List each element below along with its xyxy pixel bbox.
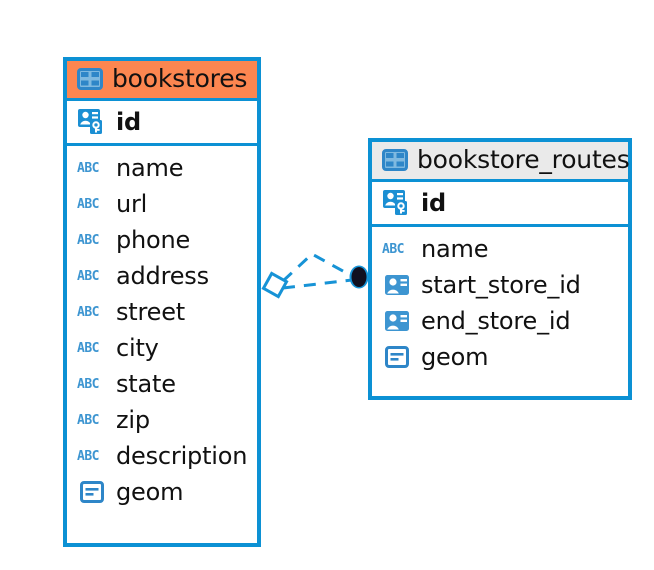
entity-table-bookstore-routes[interactable]: bookstore_routes (368, 138, 632, 400)
field-name: street (116, 297, 185, 326)
geometry-icon (382, 346, 412, 369)
entity-title: bookstores (112, 64, 248, 93)
relationship-line-upper (281, 252, 353, 283)
field-row-zip[interactable]: ABC zip (67, 402, 257, 438)
text-abc-icon: ABC (382, 241, 404, 257)
field-row-end-store-id[interactable]: end_store_id (372, 303, 628, 339)
field-name: end_store_id (421, 306, 571, 335)
primary-key-icon (382, 189, 412, 217)
field-row-start-store-id[interactable]: start_store_id (372, 267, 628, 303)
fields-section: ABC name start_store_id (372, 227, 628, 379)
field-name: description (116, 441, 248, 470)
field-name: address (116, 261, 209, 290)
entity-header[interactable]: bookstore_routes (372, 142, 630, 180)
field-name: geom (116, 477, 184, 506)
field-row-description[interactable]: ABC description (67, 438, 257, 474)
primary-key-section: id (372, 179, 628, 228)
table-grid-icon (382, 149, 408, 172)
relationship-line-lower (282, 278, 353, 290)
field-row-state[interactable]: ABC state (67, 366, 257, 402)
field-name: phone (116, 225, 191, 254)
field-name: geom (421, 342, 489, 371)
text-abc-icon: ABC (77, 196, 99, 212)
text-abc-icon: ABC (77, 340, 99, 356)
foreign-key-icon (382, 274, 412, 296)
primary-key-icon (77, 108, 107, 136)
entity-title: bookstore_routes (417, 145, 630, 174)
field-name: name (421, 234, 489, 263)
relationship-diamond-marker (261, 271, 289, 299)
field-row-city[interactable]: ABC city (67, 330, 257, 366)
entity-header[interactable]: bookstores (67, 61, 257, 99)
field-name: id (116, 107, 142, 136)
field-row-name[interactable]: ABC name (67, 150, 257, 186)
fields-section: ABC name ABC url ABC phone ABC address A… (67, 146, 257, 514)
field-name: name (116, 153, 184, 182)
table-grid-icon (77, 68, 103, 91)
geometry-icon (77, 481, 107, 504)
field-row-name[interactable]: ABC name (372, 231, 628, 267)
text-abc-icon: ABC (77, 268, 99, 284)
text-abc-icon: ABC (77, 232, 99, 248)
text-abc-icon: ABC (77, 304, 99, 320)
field-row-geom[interactable]: geom (67, 474, 257, 510)
text-abc-icon: ABC (77, 376, 99, 392)
field-name: city (116, 333, 159, 362)
text-abc-icon: ABC (77, 448, 99, 464)
field-name: url (116, 189, 148, 218)
primary-key-section: id (67, 98, 257, 147)
field-row-phone[interactable]: ABC phone (67, 222, 257, 258)
field-name: state (116, 369, 176, 398)
field-row-geom[interactable]: geom (372, 339, 628, 375)
field-row-street[interactable]: ABC street (67, 294, 257, 330)
field-name: id (421, 188, 447, 217)
field-row-url[interactable]: ABC url (67, 186, 257, 222)
text-abc-icon: ABC (77, 160, 99, 176)
field-row-address[interactable]: ABC address (67, 258, 257, 294)
field-row-primary-key[interactable]: id (372, 182, 628, 224)
field-name: zip (116, 405, 150, 434)
field-name: start_store_id (421, 270, 581, 299)
relationship-circle-marker (349, 265, 369, 289)
text-abc-icon: ABC (77, 412, 99, 428)
foreign-key-icon (382, 310, 412, 332)
field-row-primary-key[interactable]: id (67, 101, 257, 143)
entity-table-bookstores[interactable]: bookstores id (63, 57, 261, 547)
